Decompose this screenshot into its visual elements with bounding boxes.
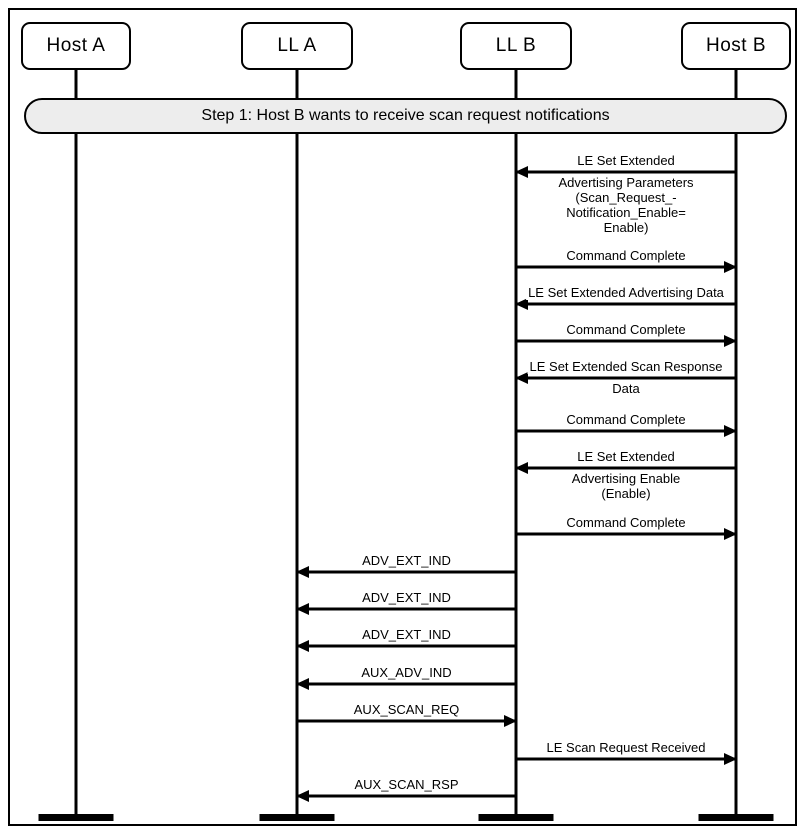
message-line xyxy=(297,607,516,611)
arrowhead-left-icon xyxy=(296,640,309,652)
participant-box-ll-a: LL A xyxy=(241,22,353,70)
arrowhead-right-icon xyxy=(724,335,737,347)
step-banner-label: Step 1: Host B wants to receive scan req… xyxy=(201,107,610,124)
participant-box-host-a: Host A xyxy=(21,22,131,70)
lifeline-ll-a xyxy=(295,70,299,814)
arrowhead-left-icon xyxy=(296,790,309,802)
lifeline-terminator-ll-b xyxy=(478,814,554,821)
arrowhead-right-icon xyxy=(724,261,737,273)
message-label-above: LE Scan Request Received xyxy=(544,740,708,755)
message-label-below: Data xyxy=(610,381,642,396)
message-line xyxy=(516,339,736,343)
message-line xyxy=(516,532,736,536)
participant-label-ll-a: LL A xyxy=(277,35,317,56)
message-line xyxy=(516,429,736,433)
message-label-above: LE Set Extended Advertising Data xyxy=(526,285,726,300)
message-line xyxy=(516,302,736,306)
message-label-above: AUX_SCAN_RSP xyxy=(352,777,461,792)
participant-box-ll-b: LL B xyxy=(460,22,572,70)
message-line xyxy=(297,682,516,686)
message-label-below: Advertising Parameters (Scan_Request_- N… xyxy=(556,175,696,235)
participant-box-host-b: Host B xyxy=(681,22,791,70)
arrowhead-right-icon xyxy=(724,528,737,540)
message-line xyxy=(516,376,736,380)
arrowhead-left-icon xyxy=(515,298,528,310)
message-label-above: Command Complete xyxy=(564,322,688,337)
message-label-below: Advertising Enable (Enable) xyxy=(569,471,683,501)
message-label-above: AUX_ADV_IND xyxy=(359,665,454,680)
arrowhead-right-icon xyxy=(724,425,737,437)
arrowhead-right-icon xyxy=(724,753,737,765)
message-label-above: LE Set Extended xyxy=(575,153,677,168)
message-line xyxy=(297,644,516,648)
message-label-above: ADV_EXT_IND xyxy=(360,627,453,642)
message-line xyxy=(516,170,736,174)
message-label-above: Command Complete xyxy=(564,248,688,263)
participant-label-host-b: Host B xyxy=(705,35,767,56)
message-line xyxy=(297,570,516,574)
lifeline-ll-b xyxy=(514,70,518,814)
lifeline-host-a xyxy=(74,70,78,814)
arrowhead-left-icon xyxy=(515,372,528,384)
arrowhead-left-icon xyxy=(296,566,309,578)
participant-label-ll-b: LL B xyxy=(495,35,537,56)
message-label-above: Command Complete xyxy=(564,412,688,427)
message-label-above: LE Set Extended Scan Response xyxy=(527,359,725,374)
message-line xyxy=(516,265,736,269)
lifeline-terminator-ll-a xyxy=(259,814,335,821)
message-label-above: Command Complete xyxy=(564,515,688,530)
arrowhead-left-icon xyxy=(515,166,528,178)
message-line xyxy=(297,719,516,723)
message-line xyxy=(516,757,736,761)
lifeline-host-b xyxy=(734,70,738,814)
arrowhead-left-icon xyxy=(296,678,309,690)
arrowhead-right-icon xyxy=(504,715,517,727)
lifeline-terminator-host-a xyxy=(38,814,114,821)
message-label-above: ADV_EXT_IND xyxy=(360,553,453,568)
message-label-above: AUX_SCAN_REQ xyxy=(351,702,462,717)
message-line xyxy=(297,794,516,798)
step-banner: Step 1: Host B wants to receive scan req… xyxy=(24,98,787,134)
lifeline-terminator-host-b xyxy=(698,814,774,821)
arrowhead-left-icon xyxy=(296,603,309,615)
arrowhead-left-icon xyxy=(515,462,528,474)
participant-label-host-a: Host A xyxy=(46,35,106,56)
message-line xyxy=(516,466,736,470)
message-label-above: ADV_EXT_IND xyxy=(360,590,453,605)
message-label-above: LE Set Extended xyxy=(575,449,677,464)
